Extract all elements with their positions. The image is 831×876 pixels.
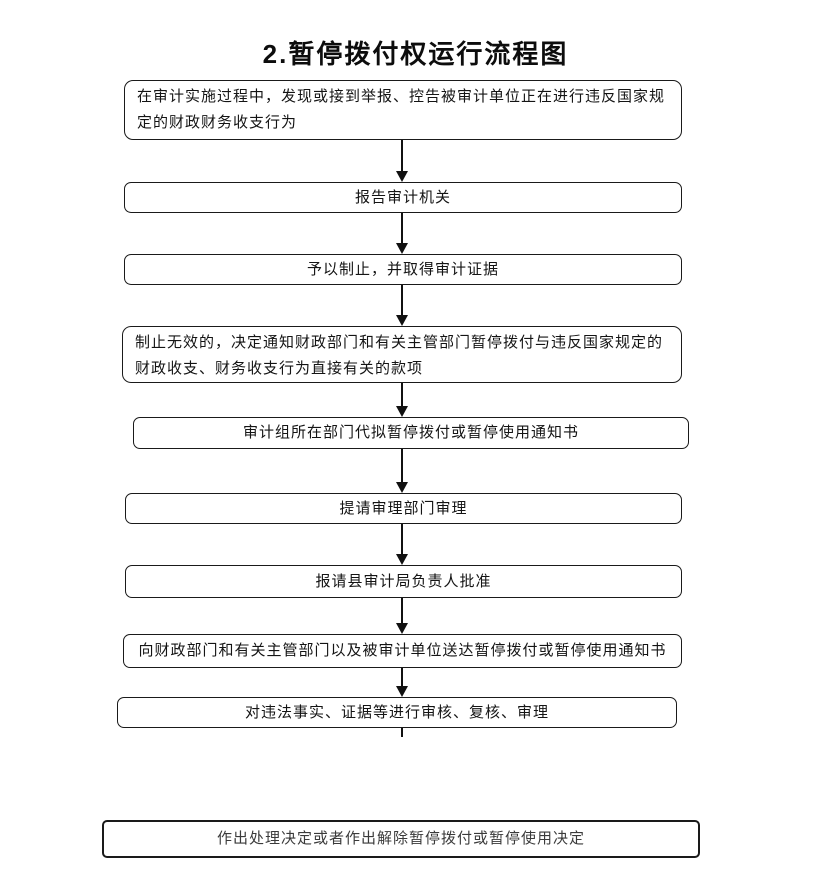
arrow-down-icon: [396, 315, 408, 326]
flow-node-final-decision: 作出处理决定或者作出解除暂停拨付或暂停使用决定: [102, 820, 700, 858]
arrow-down-icon: [396, 171, 408, 182]
flow-node-stop-and-obtain-evidence: 予以制止，并取得审计证据: [124, 254, 682, 285]
flow-connector-line: [401, 524, 403, 554]
flow-connector-line: [401, 285, 403, 315]
flow-connector-line: [401, 213, 403, 243]
flow-node-decide-suspend-payment: 制止无效的，决定通知财政部门和有关主管部门暂停拨付与违反国家规定的财政收支、财务…: [122, 326, 682, 383]
flow-node-report-audit-organ: 报告审计机关: [124, 182, 682, 213]
flow-connector-line: [401, 668, 403, 686]
flow-connector-stub: [401, 728, 403, 737]
flow-node-deliver-notice: 向财政部门和有关主管部门以及被审计单位送达暂停拨付或暂停使用通知书: [123, 634, 682, 668]
flow-node-request-director-approval: 报请县审计局负责人批准: [125, 565, 682, 598]
arrow-down-icon: [396, 623, 408, 634]
page-title: 2.暂停拨付权运行流程图: [262, 39, 569, 69]
flow-connector-line: [401, 449, 403, 482]
flow-connector-line: [401, 140, 403, 171]
flow-connector-line: [401, 383, 403, 406]
flow-connector-line: [401, 598, 403, 623]
flow-node-discover-violation: 在审计实施过程中，发现或接到举报、控告被审计单位正在进行违反国家规定的财政财务收…: [124, 80, 682, 140]
flow-node-verify-facts-evidence: 对违法事实、证据等进行审核、复核、审理: [117, 697, 677, 728]
arrow-down-icon: [396, 243, 408, 254]
flow-node-draft-notice: 审计组所在部门代拟暂停拨付或暂停使用通知书: [133, 417, 689, 449]
arrow-down-icon: [396, 406, 408, 417]
arrow-down-icon: [396, 686, 408, 697]
arrow-down-icon: [396, 554, 408, 565]
flow-node-submit-review-department: 提请审理部门审理: [125, 493, 682, 524]
arrow-down-icon: [396, 482, 408, 493]
